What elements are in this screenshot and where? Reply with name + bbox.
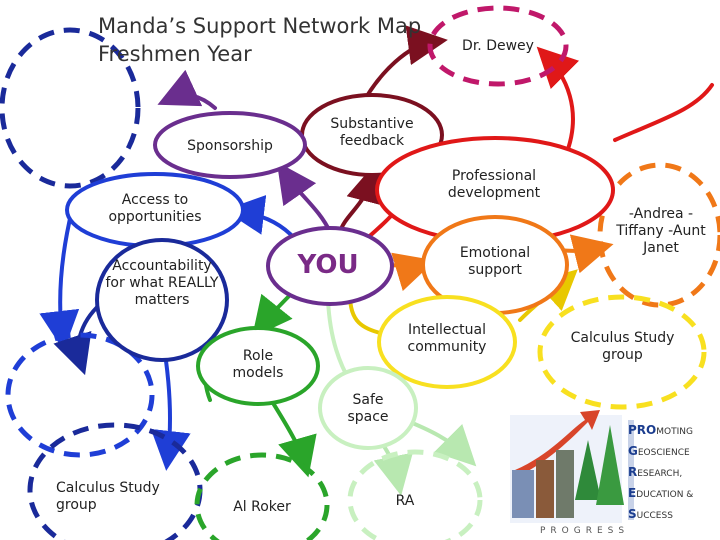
node-ra xyxy=(347,449,483,540)
node-accountability xyxy=(95,238,229,362)
emotional-label: Emotional support xyxy=(459,245,531,278)
node-you xyxy=(266,226,394,306)
profdev-label: Professional development xyxy=(447,168,541,201)
sponsorship-label: Sponsorship xyxy=(187,138,273,154)
andrea-label: -Andrea -Tiffany -Aunt Janet xyxy=(616,206,706,256)
logo-image-3 xyxy=(556,450,574,518)
logo-row-1: PROMOTING xyxy=(628,423,693,437)
access-label: Access to opportunities xyxy=(108,192,202,225)
edge-rolemodels-alroker xyxy=(266,393,317,478)
rolemodels-label: Role models xyxy=(232,348,284,381)
node-sponsorship xyxy=(153,111,307,179)
logo-row-4: EDUCATION & xyxy=(628,486,694,500)
logo-image-2 xyxy=(536,460,554,518)
node-calc-right xyxy=(537,294,707,410)
logo-wordmark: PROMOTING GEOSCIENCE RESEARCH, EDUCATION… xyxy=(628,420,720,525)
diagram-title: Manda’s Support Network Map Freshmen Yea… xyxy=(98,12,421,69)
edge-you-substantive xyxy=(338,162,386,234)
node-rolemodels xyxy=(196,326,320,406)
title-line-1: Manda’s Support Network Map xyxy=(98,14,422,38)
dr-dewey-label: Dr. Dewey xyxy=(462,38,534,54)
calc-right-label: Calculus Study group xyxy=(570,330,675,363)
progress-logo xyxy=(510,410,634,523)
node-dr-dewey xyxy=(427,5,569,87)
node-left-mid-empty xyxy=(5,332,155,458)
logo-tree-2 xyxy=(596,425,624,505)
logo-row-5: SUCCESS xyxy=(628,507,673,521)
logo-row-3: RESEARCH, xyxy=(628,465,683,479)
edge-profdev-andrea xyxy=(613,83,714,142)
node-intellectual xyxy=(377,295,517,389)
calc-left-label: Calculus Study group xyxy=(56,480,160,513)
intellectual-label: Intellectual community xyxy=(407,322,487,355)
logo-text-panel xyxy=(628,420,634,520)
title-line-2: Freshmen Year xyxy=(98,42,252,67)
center-you-label: YOU xyxy=(297,250,359,280)
ra-label: RA xyxy=(395,493,415,509)
logo-image-1 xyxy=(512,470,534,518)
node-safespace xyxy=(318,366,418,450)
substantive-label: Substantive feedback xyxy=(330,116,414,149)
node-top-left-empty xyxy=(0,27,141,189)
accountability-label: Accountability for what REALLY matters xyxy=(105,258,219,308)
edge-access-left xyxy=(39,208,80,351)
logo-row-2: GEOSCIENCE xyxy=(628,444,690,458)
node-al-roker xyxy=(194,452,330,540)
edge-you-sponsorship xyxy=(276,161,332,234)
logo-progress-word: PROGRESS xyxy=(540,526,630,536)
al-roker-label: Al Roker xyxy=(233,499,291,515)
logo-tree-1 xyxy=(575,440,601,500)
safespace-label: Safe space xyxy=(347,392,389,425)
edge-sponsorship-top xyxy=(157,69,217,110)
